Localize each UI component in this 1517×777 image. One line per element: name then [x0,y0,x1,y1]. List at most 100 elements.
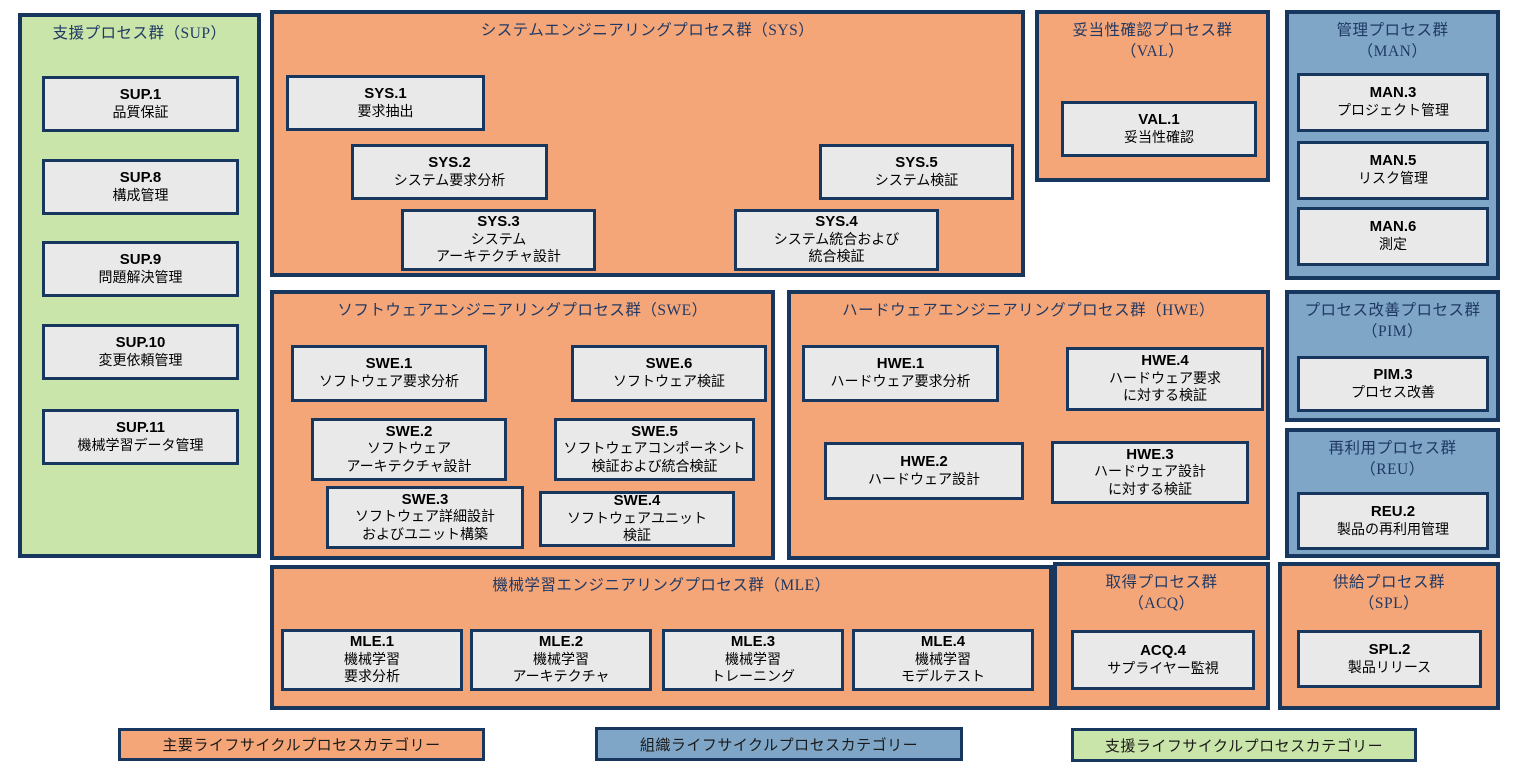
process-box-hwe4: HWE.4 ハードウェア要求 に対する検証 [1066,347,1264,411]
process-name: システム アーキテクチャ設計 [435,232,562,266]
process-name: 機械学習データ管理 [77,438,204,454]
panel-title-sup: 支援プロセス群（SUP） [52,25,227,42]
process-name: 製品の再利用管理 [1337,522,1449,538]
panel-acq: 取得プロセス群 （ACQ） ACQ.4 サプライヤー監視 [1053,562,1270,710]
process-box-mle2: MLE.2 機械学習 アーキテクチャ [470,629,652,691]
process-name: システム要求分析 [393,173,506,189]
process-box-swe3: SWE.3 ソフトウェア詳細設計 およびユニット構築 [326,486,524,549]
process-box-swe2: SWE.2 ソフトウェア アーキテクチャ設計 [311,418,507,481]
process-name: 機械学習 要求分析 [344,652,400,686]
process-code: HWE.2 [900,452,948,470]
legend-item-organizational-lifecycle: 組織ライフサイクルプロセスカテゴリー [595,727,963,761]
process-box-sup1: SUP.1 品質保証 [42,76,239,132]
panel-man: 管理プロセス群 （MAN） MAN.3 プロジェクト管理 MAN.5 リスク管理… [1285,10,1500,280]
panel-title-hwe: ハードウェアエンジニアリングプロセス群（HWE） [842,302,1215,319]
process-box-mle4: MLE.4 機械学習 モデルテスト [852,629,1034,691]
process-code: PIM.3 [1373,365,1413,383]
process-code: SUP.10 [115,333,166,351]
process-code: SYS.4 [815,213,858,231]
process-name: 構成管理 [112,188,169,204]
panel-sup: 支援プロセス群（SUP） SUP.1 品質保証 SUP.8 構成管理 SUP.9… [18,13,261,558]
panel-title-man: 管理プロセス群 （MAN） [1336,22,1449,60]
panel-title-mle: 機械学習エンジニアリングプロセス群（MLE） [492,577,831,594]
process-code: SWE.4 [613,492,661,510]
process-name: 機械学習 アーキテクチャ [512,652,610,686]
process-box-reu2: REU.2 製品の再利用管理 [1297,492,1489,550]
process-name: 変更依頼管理 [98,353,183,369]
process-name: ソフトウェア検証 [613,375,725,391]
process-code: SUP.8 [119,168,162,186]
process-box-hwe2: HWE.2 ハードウェア設計 [824,442,1024,500]
process-code: SWE.6 [645,355,693,373]
process-code: SWE.2 [385,422,433,440]
process-code: MAN.3 [1369,84,1417,102]
process-box-sys1: SYS.1 要求抽出 [286,75,485,131]
process-box-val1: VAL.1 妥当性確認 [1061,101,1257,157]
legend-item-main-lifecycle: 主要ライフサイクルプロセスカテゴリー [118,728,485,761]
process-name: 製品リリース [1347,660,1432,676]
process-code: MAN.6 [1369,218,1417,236]
process-code: SYS.3 [477,213,520,231]
process-code: HWE.4 [1141,352,1189,370]
process-code: SYS.2 [428,153,471,171]
legend-item-supporting-lifecycle: 支援ライフサイクルプロセスカテゴリー [1071,728,1417,762]
process-name: 妥当性確認 [1124,130,1194,146]
panel-title-acq: 取得プロセス群 （ACQ） [1105,574,1218,612]
panel-spl: 供給プロセス群 （SPL） SPL.2 製品リリース [1278,562,1500,710]
process-code: SWE.1 [365,355,413,373]
panel-sys: システムエンジニアリングプロセス群（SYS） SYS.1 要求抽出 SYS.2 … [270,10,1025,277]
panel-hwe: ハードウェアエンジニアリングプロセス群（HWE） HWE.1 ハードウェア要求分… [787,290,1270,560]
panel-title-val: 妥当性確認プロセス群 （VAL） [1072,22,1233,60]
process-code: SYS.1 [364,84,407,102]
process-name: サプライヤー監視 [1107,661,1219,677]
panel-pim: プロセス改善プロセス群 （PIM） PIM.3 プロセス改善 [1285,290,1500,422]
process-box-sup8: SUP.8 構成管理 [42,159,239,215]
process-box-man5: MAN.5 リスク管理 [1297,141,1489,200]
process-box-spl2: SPL.2 製品リリース [1297,630,1482,688]
legend-label: 組織ライフサイクルプロセスカテゴリー [639,737,919,754]
process-code: HWE.3 [1126,445,1174,463]
panel-title-pim: プロセス改善プロセス群 （PIM） [1304,302,1481,340]
process-box-swe6: SWE.6 ソフトウェア検証 [571,345,767,402]
panel-reu: 再利用プロセス群 （REU） REU.2 製品の再利用管理 [1285,428,1500,558]
process-box-hwe3: HWE.3 ハードウェア設計 に対する検証 [1051,441,1249,504]
process-name: 問題解決管理 [98,270,183,286]
process-code: VAL.1 [1138,110,1180,128]
panel-title-reu: 再利用プロセス群 （REU） [1328,440,1457,478]
process-name: システム統合および 統合検証 [773,232,900,266]
process-code: SYS.5 [895,153,938,171]
process-code: SWE.3 [401,490,449,508]
panel-swe: ソフトウェアエンジニアリングプロセス群（SWE） SWE.1 ソフトウェア要求分… [270,290,775,560]
panel-title-sys: システムエンジニアリングプロセス群（SYS） [480,22,815,39]
process-code: ACQ.4 [1140,641,1186,659]
process-code: REU.2 [1370,502,1416,520]
process-box-mle1: MLE.1 機械学習 要求分析 [281,629,463,691]
panel-val: 妥当性確認プロセス群 （VAL） VAL.1 妥当性確認 [1035,10,1270,182]
process-name: ハードウェア設計 に対する検証 [1094,465,1206,498]
process-box-sys4: SYS.4 システム統合および 統合検証 [734,209,939,271]
legend-label: 支援ライフサイクルプロセスカテゴリー [1104,738,1384,755]
process-name: ソフトウェア要求分析 [319,375,459,391]
process-name: ソフトウェアコンポーネント 検証および統合検証 [563,442,746,475]
process-box-acq4: ACQ.4 サプライヤー監視 [1071,630,1255,690]
process-box-mle3: MLE.3 機械学習 トレーニング [662,629,844,691]
process-box-hwe1: HWE.1 ハードウェア要求分析 [802,345,999,402]
legend-label: 主要ライフサイクルプロセスカテゴリー [162,738,441,754]
process-box-swe5: SWE.5 ソフトウェアコンポーネント 検証および統合検証 [554,418,755,481]
process-code: SUP.11 [116,418,165,436]
process-name: ハードウェア設計 [868,472,980,488]
process-name: 品質保証 [112,105,169,121]
process-code: MAN.5 [1369,152,1417,170]
process-box-man6: MAN.6 測定 [1297,207,1489,266]
panel-mle: 機械学習エンジニアリングプロセス群（MLE） MLE.1 機械学習 要求分析 M… [270,565,1053,710]
process-name: 要求抽出 [357,104,414,120]
process-code: SPL.2 [1368,640,1411,658]
process-name: ハードウェア要求 に対する検証 [1109,371,1221,405]
process-box-swe4: SWE.4 ソフトウェアユニット 検証 [539,491,735,547]
process-code: MLE.2 [538,633,584,651]
process-code: SUP.1 [119,85,162,103]
process-box-sys5: SYS.5 システム検証 [819,144,1014,200]
process-box-pim3: PIM.3 プロセス改善 [1297,356,1489,412]
process-box-man3: MAN.3 プロジェクト管理 [1297,73,1489,132]
process-name: ソフトウェアユニット 検証 [567,511,707,545]
